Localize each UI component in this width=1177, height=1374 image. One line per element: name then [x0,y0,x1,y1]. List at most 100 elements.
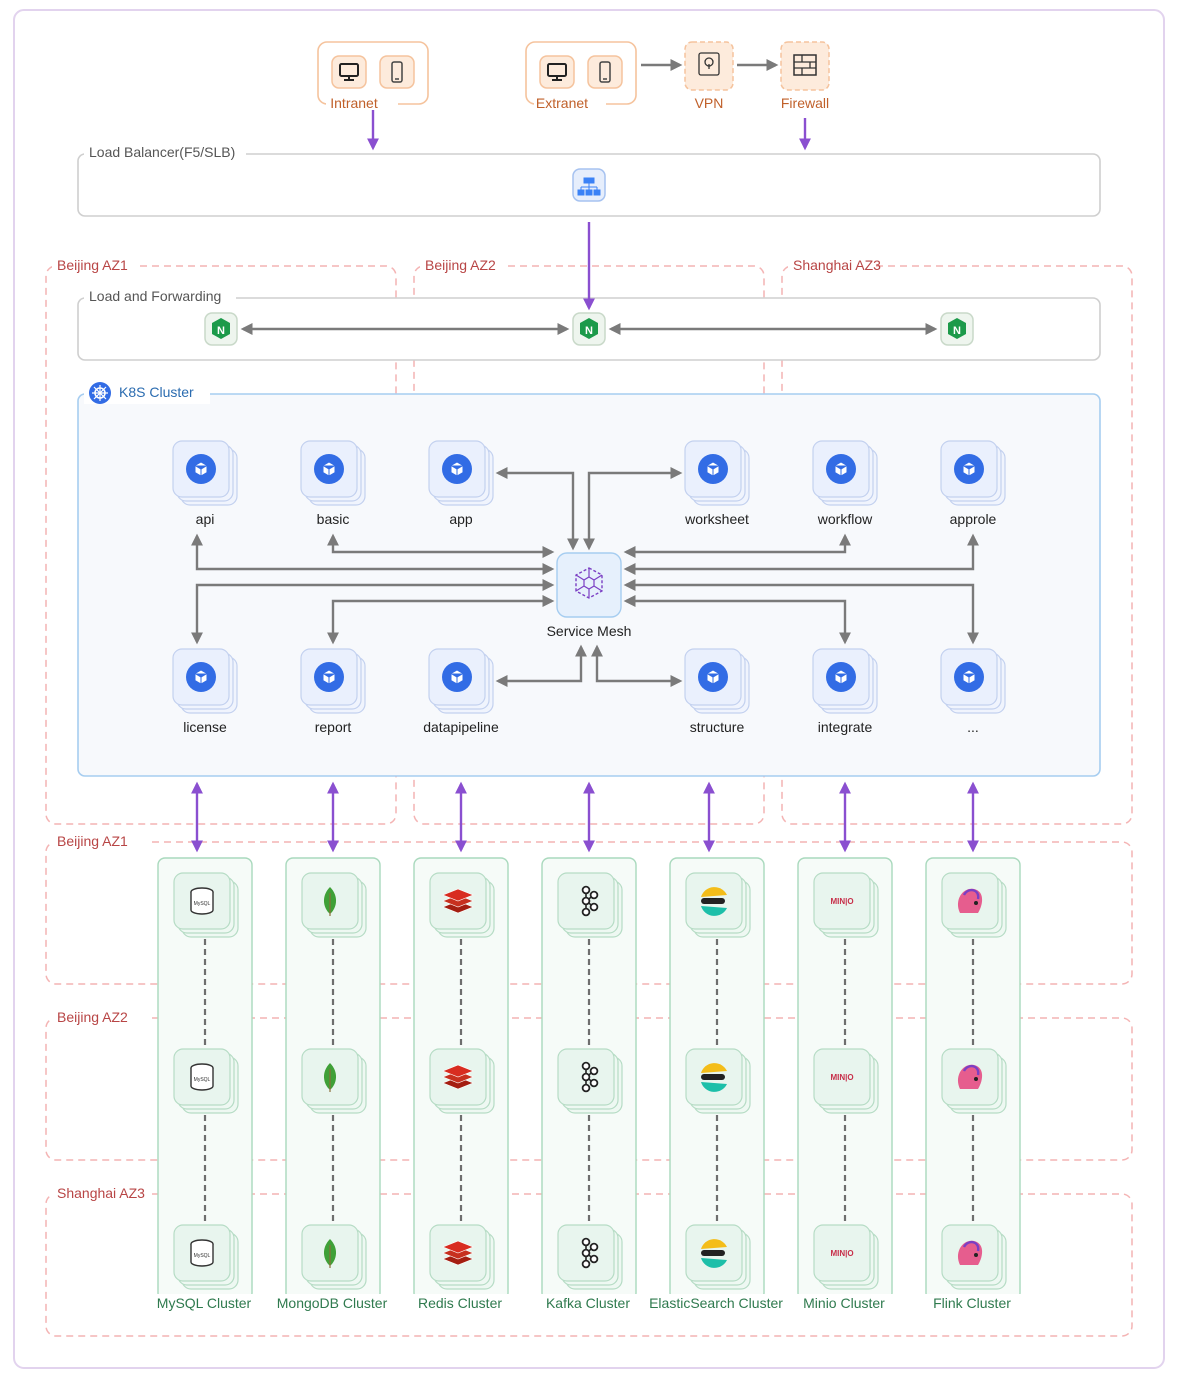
cluster-label-bg [913,1294,1033,1312]
client-icon-tile [331,55,367,89]
mesh-links [575,568,603,598]
minio-icon: MIN|O [830,1249,853,1258]
service-label: basic [317,511,350,527]
data-card [813,1048,871,1106]
phone-body [391,61,403,83]
service-label: integrate [818,719,873,735]
service-label: report [315,719,352,735]
data-node: MySQL [173,1224,239,1290]
kafka-node-dot [581,1072,591,1082]
edge-mesh-ellipsis [623,579,979,645]
client-label: Intranet [330,95,378,111]
edge-approle-mesh [623,533,979,575]
cluster-label: Minio Cluster [803,1295,885,1311]
kafka-node-dot [581,907,591,917]
data-node: MySQL [173,1048,239,1114]
service-node [940,648,1006,714]
client-label-bg [534,95,606,111]
tree-shape [577,177,601,196]
cluster-label-bg [529,1294,649,1312]
cube-icon [706,669,720,685]
kafka-node-dot [581,1083,591,1093]
service-node [428,440,494,506]
flink-tail [962,1240,980,1252]
service-label: license [183,719,227,735]
monitor-stand [552,76,562,81]
kafka-node-dot [581,1237,591,1247]
monitor-icon [339,63,359,81]
kafka-node-dot [589,1254,599,1264]
client-icon-tile [539,55,575,89]
cluster-label-bg [657,1294,777,1312]
zone-label: Shanghai AZ3 [57,1185,145,1201]
phone-body [599,61,611,83]
mysql-glyph: MySQL [194,901,211,907]
service-node [684,440,750,506]
cluster-label-bg [785,1294,905,1312]
data-node [557,1224,623,1290]
zone-label-bg [420,257,508,275]
cube-icon [962,669,976,685]
firewall-tile [780,41,830,91]
cluster-label: Redis Cluster [418,1295,502,1311]
cube-icon [322,669,336,685]
minio-icon: MIN|O [830,1073,853,1082]
vpn-frame [698,52,720,76]
cube-icon [450,669,464,685]
service-node [428,648,494,714]
forwarding-label: Load and Forwarding [89,288,221,304]
service-mesh-tile [556,552,622,618]
client-label: Extranet [536,95,588,111]
edge-mesh-integrate [623,595,851,645]
cluster-label-bg [401,1294,521,1312]
phone-icon [391,61,403,83]
mysql-glyph: MySQL [194,1077,211,1083]
service-node [172,440,238,506]
service-label: approle [950,511,997,527]
edge-worksheet-mesh [583,467,683,551]
service-label: ... [967,719,979,735]
cube-icon [194,669,208,685]
kafka-node-dot [581,896,591,906]
nginx-letter: N [217,325,225,337]
data-node: MySQL [173,872,239,938]
k8s-label-bg [84,382,210,404]
kafka-node-dot [589,1078,599,1088]
es-bottom [701,1258,727,1268]
edge-api-mesh [191,533,555,575]
edge-mesh-license [191,579,555,645]
data-node [941,1224,1007,1290]
cube-network-icon [575,567,603,599]
minio-icon: MIN|O [830,897,853,906]
zone-label: Shanghai AZ3 [793,257,881,273]
zone-label-bg [52,1185,148,1203]
service-node [300,648,366,714]
monitor-stand [344,76,354,81]
flink-eye [974,1253,978,1257]
zone-label: Beijing AZ1 [57,257,128,273]
network-tree-icon [577,177,601,196]
k8s-label: K8S Cluster [119,384,194,400]
data-node [685,872,751,938]
fwd-label-bg [84,288,236,306]
zone-label-bg [52,1009,148,1027]
nginx-icon [948,318,966,339]
cube-icon [962,461,976,477]
data-node [685,1048,751,1114]
elasticsearch-icon [701,1239,727,1249]
cube-icon [450,461,464,477]
kafka-node-dot [581,885,591,895]
data-node [557,872,623,938]
redis-icon [442,888,474,902]
data-node [429,872,495,938]
data-card [813,1224,871,1282]
es-bar [701,1250,725,1256]
service-label: api [196,511,215,527]
data-node [685,1224,751,1290]
edge-mesh-report [327,595,555,645]
kafka-node-dot [589,1066,599,1076]
zone-label: Beijing AZ2 [425,257,496,273]
service-node [812,440,878,506]
flink-tail [962,1064,980,1076]
